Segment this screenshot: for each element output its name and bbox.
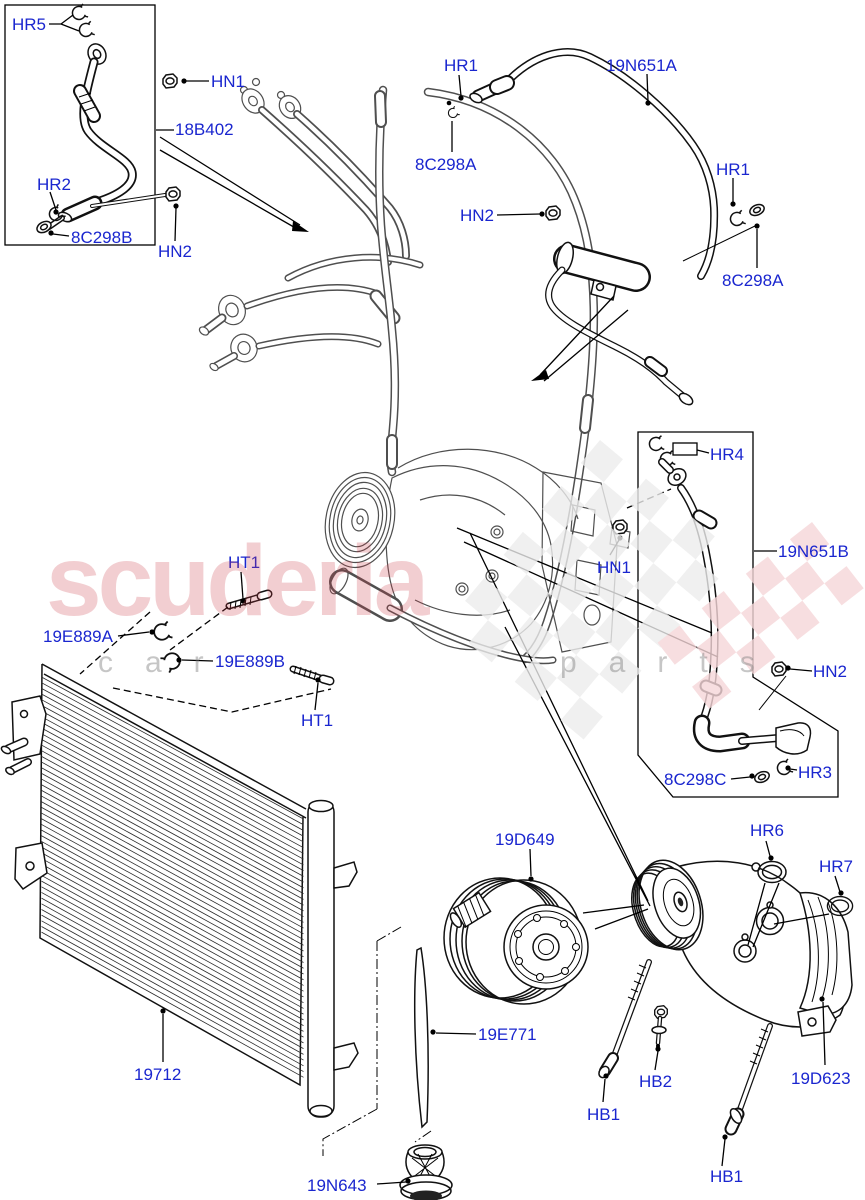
grommet-19e889a bbox=[151, 620, 174, 643]
part-label-19n651a[interactable]: 19N651A bbox=[606, 56, 677, 75]
detail-box-18b402 bbox=[4, 3, 181, 246]
retainer-clip bbox=[446, 100, 452, 106]
part-label-hb1-left[interactable]: HB1 bbox=[587, 1105, 621, 1124]
c-clip-hr1 bbox=[728, 209, 747, 229]
compressor-19d623-drawing bbox=[598, 859, 854, 1136]
part-label-hn2-topleft[interactable]: HN2 bbox=[158, 242, 193, 261]
watermark-flags bbox=[465, 440, 864, 740]
clutch-coil-connector bbox=[449, 891, 492, 929]
locator-arrowhead bbox=[531, 370, 549, 381]
part-label-hr7[interactable]: HR7 bbox=[819, 857, 854, 876]
part-label-8c298b[interactable]: 8C298B bbox=[71, 228, 133, 247]
part-label-hb1-bottom[interactable]: HB1 bbox=[710, 1167, 744, 1186]
nut-hn2 bbox=[771, 661, 787, 677]
part-label-ht1-upper[interactable]: HT1 bbox=[228, 553, 261, 572]
condenser-fins bbox=[41, 676, 304, 1078]
part-label-hr4[interactable]: HR4 bbox=[710, 445, 745, 464]
part-label-18b402[interactable]: 18B402 bbox=[175, 120, 234, 139]
part-label-8c298a-left[interactable]: 8C298A bbox=[415, 155, 477, 174]
part-label-8c298a-right[interactable]: 8C298A bbox=[722, 271, 784, 290]
compressor-pulley bbox=[631, 859, 704, 951]
clutch-19d649-drawing bbox=[443, 877, 589, 1005]
part-label-hn2-mid[interactable]: HN2 bbox=[813, 662, 848, 681]
seal-washer-8c298a bbox=[747, 201, 767, 219]
insitu-pulley bbox=[324, 471, 396, 569]
pipe-flange-bore bbox=[225, 302, 239, 318]
part-label-hr5[interactable]: HR5 bbox=[12, 15, 47, 34]
hose-end-bracket bbox=[775, 722, 812, 755]
seal-19e771-drawing bbox=[322, 926, 432, 1156]
part-label-19712[interactable]: 19712 bbox=[134, 1065, 182, 1084]
part-label-8c298c[interactable]: 8C298C bbox=[664, 770, 727, 789]
part-label-hn1-top[interactable]: HN1 bbox=[211, 72, 246, 91]
locator-arrowhead bbox=[292, 221, 309, 232]
fitting-bolt bbox=[251, 77, 261, 87]
c-clip-hr4 bbox=[647, 434, 666, 453]
compressor-rear-head bbox=[798, 892, 853, 1015]
mount-tab bbox=[333, 1042, 359, 1071]
nut-hn1 bbox=[162, 73, 178, 89]
o-ring-hr6 bbox=[757, 860, 787, 884]
part-label-ht1-lower[interactable]: HT1 bbox=[301, 711, 334, 730]
pipe-flange-bore bbox=[237, 340, 251, 356]
part-label-hn2-center[interactable]: HN2 bbox=[460, 206, 495, 225]
nut-hn2 bbox=[165, 186, 181, 202]
part-label-hr6[interactable]: HR6 bbox=[750, 821, 785, 840]
condenser-bracket bbox=[11, 695, 47, 761]
group-box-outline bbox=[4, 4, 156, 246]
hr4-callout-box bbox=[672, 442, 698, 456]
part-label-19d623[interactable]: 19D623 bbox=[791, 1069, 851, 1088]
receiver-drier bbox=[307, 800, 335, 1118]
mount-tab bbox=[333, 861, 358, 889]
engine-assembly-view bbox=[198, 77, 631, 665]
seal-washer-8c298c bbox=[752, 768, 772, 786]
c-clip-hr5 bbox=[77, 20, 96, 40]
part-label-hb2[interactable]: HB2 bbox=[639, 1072, 673, 1091]
suction-port bbox=[755, 906, 785, 936]
valve-19n643-drawing bbox=[399, 1144, 453, 1200]
nut-hn2 bbox=[545, 205, 561, 221]
o-ring-hr7 bbox=[826, 895, 854, 917]
part-label-19n651b[interactable]: 19N651B bbox=[778, 542, 849, 561]
mount-lug bbox=[797, 1005, 837, 1037]
checkered-flag-gray bbox=[465, 440, 719, 740]
pipe-flange-bore bbox=[285, 101, 295, 113]
seal-strip bbox=[413, 946, 429, 1129]
hose-19n651a-drawing bbox=[446, 48, 767, 406]
part-label-hr1-left[interactable]: HR1 bbox=[444, 56, 479, 75]
part-label-hr3[interactable]: HR3 bbox=[798, 763, 833, 782]
part-label-19n643[interactable]: 19N643 bbox=[307, 1176, 367, 1195]
part-label-19d649[interactable]: 19D649 bbox=[495, 830, 555, 849]
part-label-hr1-right[interactable]: HR1 bbox=[716, 160, 751, 179]
mounting-studs-group bbox=[151, 589, 335, 686]
callout-lines bbox=[48, 14, 844, 1185]
part-label-19e771[interactable]: 19E771 bbox=[478, 1025, 537, 1044]
condenser-19712-drawing bbox=[0, 663, 359, 1118]
group-box-outline bbox=[637, 431, 839, 798]
c-clip-hr5 bbox=[69, 3, 89, 23]
part-label-19e889a[interactable]: 19E889A bbox=[43, 627, 113, 646]
checkered-flag-pink bbox=[657, 522, 864, 709]
part-label-19e889b[interactable]: 19E889B bbox=[215, 652, 285, 671]
clutch-bolt-holes bbox=[514, 914, 580, 981]
part-label-hr2[interactable]: HR2 bbox=[37, 175, 72, 194]
retainer-clip bbox=[446, 105, 461, 120]
part-label-hn1-mid[interactable]: HN1 bbox=[597, 558, 632, 577]
pipe-flange-bore bbox=[248, 95, 258, 107]
discharge-port bbox=[733, 939, 757, 963]
